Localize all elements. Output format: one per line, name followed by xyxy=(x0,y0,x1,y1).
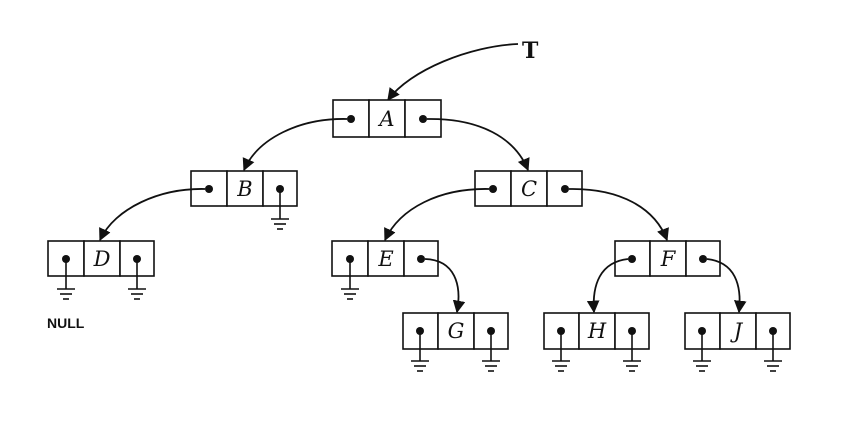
root-pointer-label: T xyxy=(522,38,539,64)
node-a-label: A xyxy=(377,107,394,131)
node-c-label: C xyxy=(521,177,537,201)
node-f: F xyxy=(614,240,721,277)
ground-symbol-e-left xyxy=(341,259,359,300)
ground-symbol-g-right xyxy=(482,331,500,372)
node-f-label: F xyxy=(660,247,677,271)
edge-f-to-h xyxy=(586,258,629,314)
ground-symbol-b-right xyxy=(271,189,289,230)
node-b: B xyxy=(190,170,298,207)
ground-symbol-d-right xyxy=(128,259,146,300)
node-d-label: D xyxy=(93,247,111,271)
edge-f-to-j xyxy=(706,258,747,314)
null-label: NULL xyxy=(47,315,85,331)
ground-symbol-j-right xyxy=(764,331,782,372)
node-e-label: E xyxy=(377,247,393,271)
edge-a-to-c xyxy=(426,118,530,172)
node-g: G xyxy=(402,312,509,350)
edge-a-to-b xyxy=(242,118,348,172)
node-d-value-cell xyxy=(83,240,121,277)
node-h-label: H xyxy=(587,319,607,343)
ground-symbol-d-left xyxy=(57,259,75,300)
node-g-value-cell xyxy=(437,312,475,350)
null-pointer-grounds xyxy=(57,189,782,372)
ground-symbol-h-left xyxy=(552,331,570,372)
node-c: C xyxy=(474,170,583,207)
node-j: J xyxy=(684,312,791,350)
ground-symbol-g-left xyxy=(411,331,429,372)
node-j-value-cell xyxy=(719,312,757,350)
node-a-value-cell xyxy=(368,99,406,138)
node-j-label: J xyxy=(730,319,744,343)
node-e: E xyxy=(331,240,439,277)
node-d: D xyxy=(47,240,155,277)
edge-b-to-d xyxy=(99,188,206,242)
node-b-label: B xyxy=(236,177,252,201)
node-f-value-cell xyxy=(649,240,687,277)
ground-symbol-j-left xyxy=(693,331,711,372)
node-g-label: G xyxy=(448,319,465,343)
node-a: A xyxy=(332,99,442,138)
edge-c-to-e xyxy=(384,188,490,242)
ground-symbol-h-right xyxy=(623,331,641,372)
edge-c-to-f xyxy=(568,188,669,242)
edge-e-to-g xyxy=(424,258,466,314)
root-pointer-arrow xyxy=(387,43,519,102)
node-h: H xyxy=(543,312,650,350)
